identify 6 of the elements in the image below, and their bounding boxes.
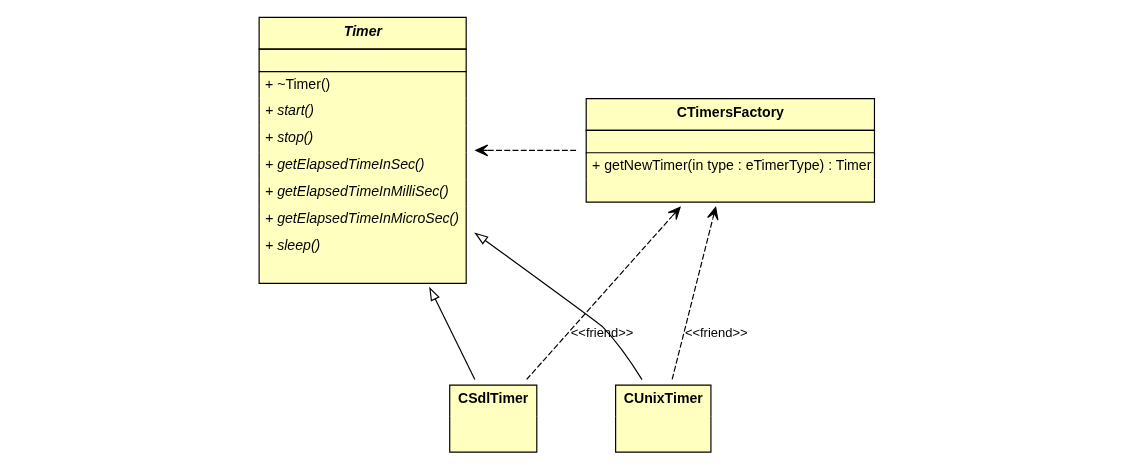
edge-label: <<friend>> [684,325,748,341]
arrow [429,286,476,380]
arrow [526,206,681,380]
arrow [474,232,643,381]
arrow [475,144,577,157]
arrow [671,206,719,380]
